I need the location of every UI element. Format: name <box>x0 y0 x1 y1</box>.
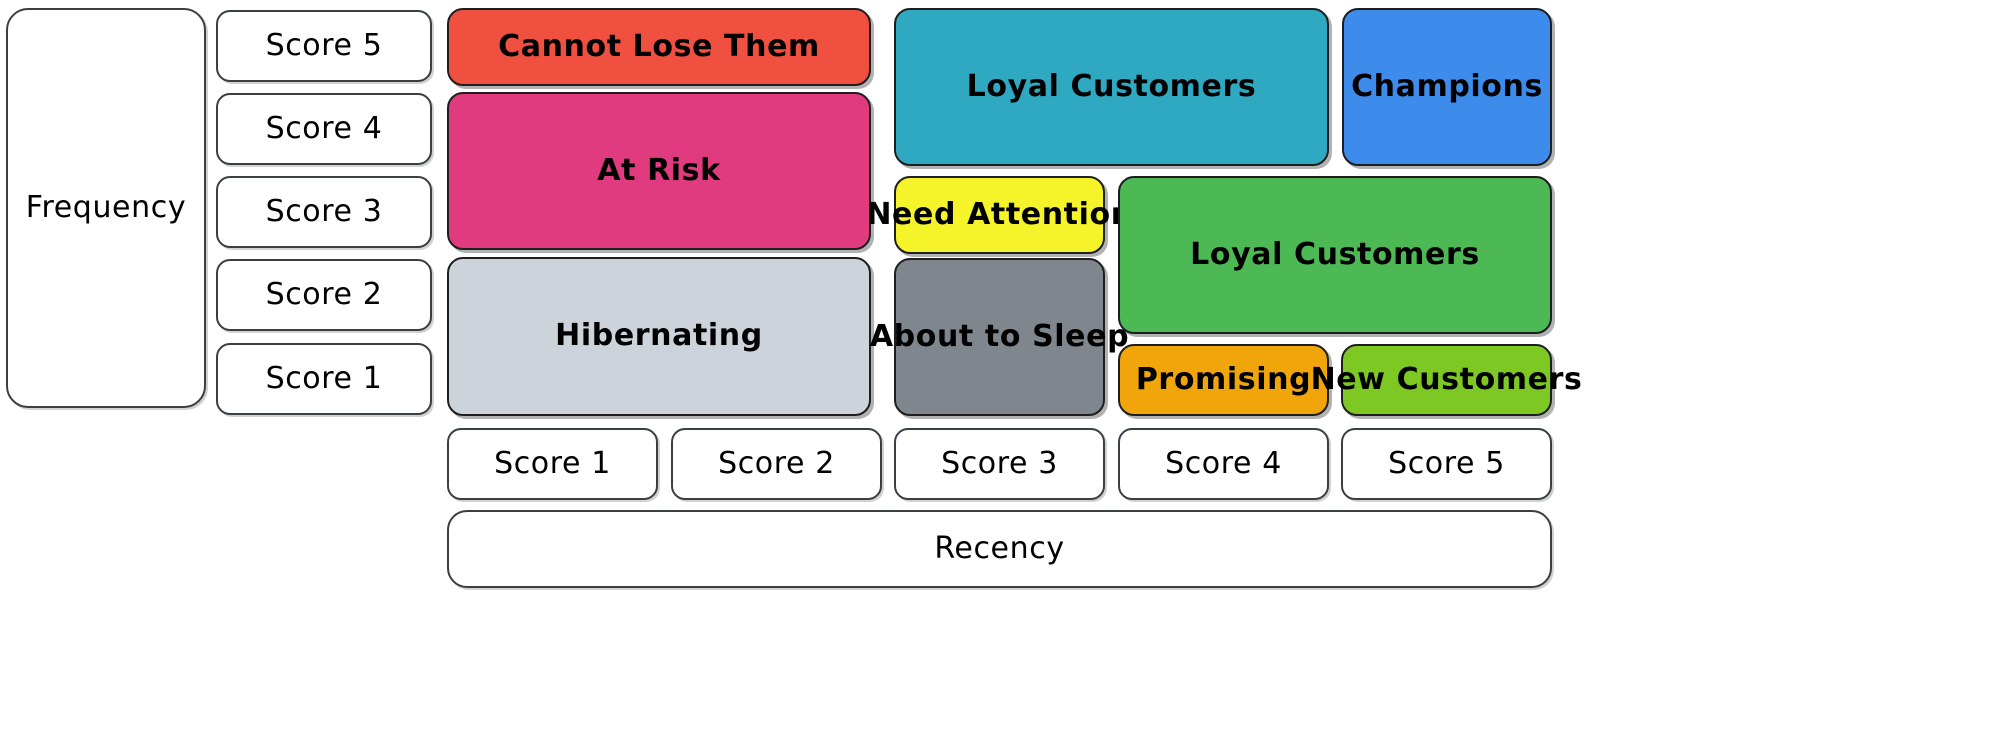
segment-loyal-customers-green-label: Loyal Customers <box>1190 236 1480 272</box>
recency-score-4[interactable]: Score 4 <box>1118 428 1329 500</box>
frequency-score-1-label: Score 1 <box>265 360 383 396</box>
recency-axis-label-box: Recency <box>447 510 1552 588</box>
recency-score-3-label: Score 3 <box>941 445 1058 481</box>
segment-loyal-customers-teal-label: Loyal Customers <box>966 68 1257 104</box>
segment-new-customers-label: New Customers <box>1310 361 1583 397</box>
segment-at-risk-label: At Risk <box>597 152 721 188</box>
frequency-score-2[interactable]: Score 2 <box>216 259 432 331</box>
recency-score-3[interactable]: Score 3 <box>894 428 1105 500</box>
frequency-score-3-label: Score 3 <box>265 193 383 229</box>
segment-at-risk[interactable]: At Risk <box>447 92 871 250</box>
segment-about-to-sleep-label: About to Sleep <box>869 318 1130 354</box>
segment-need-attention-label: Need Attention <box>866 196 1133 232</box>
recency-score-4-label: Score 4 <box>1165 445 1282 481</box>
frequency-score-4-label: Score 4 <box>265 110 383 146</box>
frequency-score-2-label: Score 2 <box>265 276 383 312</box>
segment-promising-label: Promising <box>1135 361 1312 397</box>
frequency-axis-label-box: Frequency <box>6 8 206 408</box>
segment-champions[interactable]: Champions <box>1342 8 1552 166</box>
segment-cannot-lose-them[interactable]: Cannot Lose Them <box>447 8 871 86</box>
segment-promising[interactable]: Promising <box>1118 344 1329 416</box>
segment-hibernating-label: Hibernating <box>555 318 763 354</box>
frequency-score-5-label: Score 5 <box>265 27 383 63</box>
recency-score-1-label: Score 1 <box>494 445 611 481</box>
recency-score-5-label: Score 5 <box>1388 445 1505 481</box>
frequency-axis-label-text: Frequency <box>25 189 187 225</box>
segment-need-attention[interactable]: Need Attention <box>866 176 1132 254</box>
frequency-score-5[interactable]: Score 5 <box>216 10 432 82</box>
segment-about-to-sleep[interactable]: About to Sleep <box>870 258 1129 416</box>
segment-new-customers[interactable]: New Customers <box>1311 344 1582 416</box>
segment-champions-label: Champions <box>1351 68 1543 104</box>
recency-score-1[interactable]: Score 1 <box>447 428 658 500</box>
recency-score-5[interactable]: Score 5 <box>1341 428 1552 500</box>
segment-loyal-customers-green[interactable]: Loyal Customers <box>1118 176 1552 334</box>
frequency-score-3[interactable]: Score 3 <box>216 176 432 248</box>
segment-hibernating[interactable]: Hibernating <box>447 257 871 416</box>
frequency-score-4[interactable]: Score 4 <box>216 93 432 165</box>
segment-loyal-customers-teal[interactable]: Loyal Customers <box>894 8 1329 166</box>
segment-cannot-lose-them-label: Cannot Lose Them <box>498 28 820 64</box>
recency-score-2[interactable]: Score 2 <box>671 428 882 500</box>
frequency-score-1[interactable]: Score 1 <box>216 343 432 415</box>
recency-score-2-label: Score 2 <box>718 445 835 481</box>
recency-axis-label-text: Recency <box>934 530 1065 566</box>
